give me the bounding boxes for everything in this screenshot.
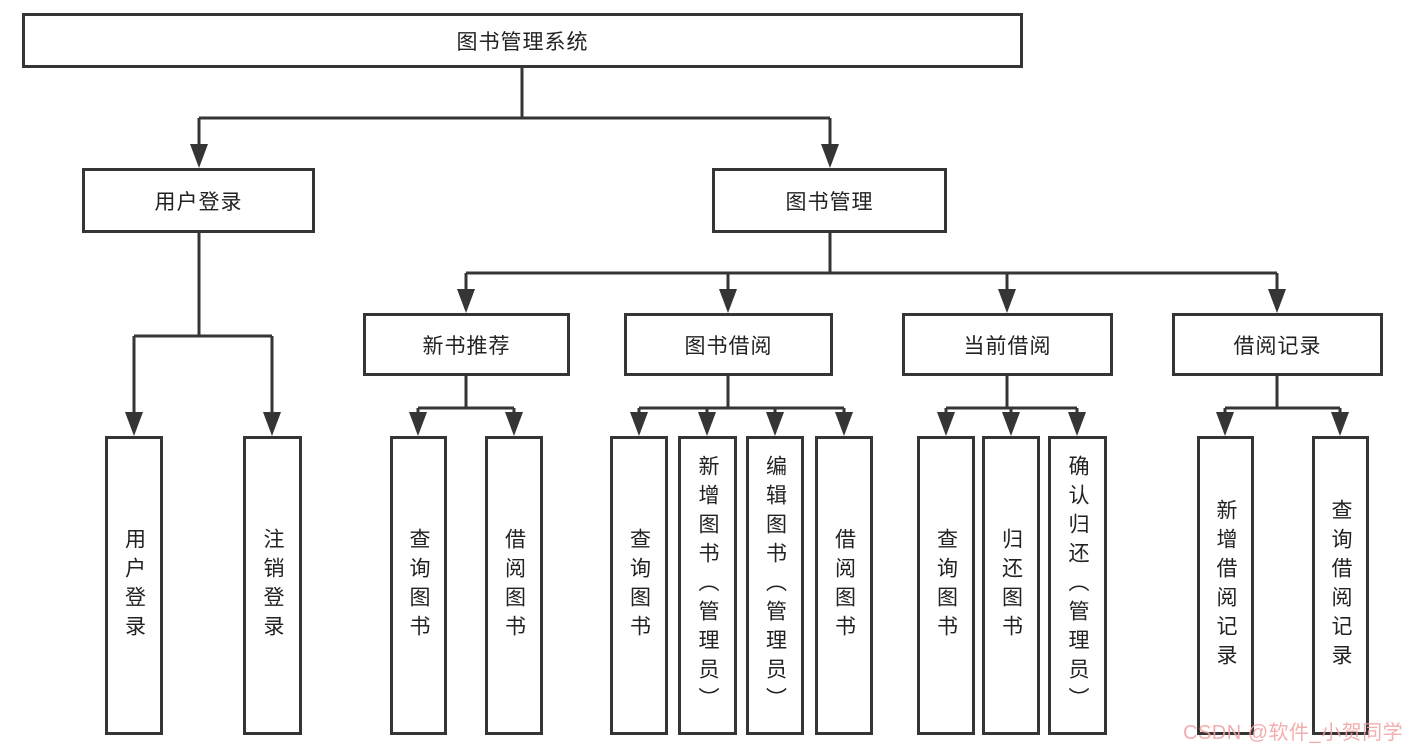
leaf-add-borrow-record-label: 新增借阅记录 xyxy=(1214,498,1237,673)
leaf-return-books-label: 归还图书 xyxy=(999,527,1023,644)
node-book-management-label: 图书管理 xyxy=(785,190,874,214)
leaf-confirm-return-admin: 确认归还（管理员） xyxy=(1048,436,1107,735)
node-borrowing-records: 借阅记录 xyxy=(1172,313,1383,376)
leaf-logout-label: 注销登录 xyxy=(261,527,284,644)
leaf-query-borrow-record: 查询借阅记录 xyxy=(1312,436,1369,735)
leaf-user-login: 用户登录 xyxy=(105,436,163,735)
node-user-login-label: 用户登录 xyxy=(154,190,243,214)
leaf-borrow-books-recommend-label: 借阅图书 xyxy=(502,527,526,644)
node-library-system-label: 图书管理系统 xyxy=(456,30,589,54)
node-new-book-recommend-label: 新书推荐 xyxy=(422,334,511,358)
leaf-edit-books-admin-label: 编辑图书（管理员） xyxy=(763,455,787,716)
leaf-borrow-books-recommend: 借阅图书 xyxy=(485,436,543,735)
node-borrowing-records-label: 借阅记录 xyxy=(1233,334,1322,358)
leaf-query-borrow-record-label: 查询借阅记录 xyxy=(1329,498,1352,673)
leaf-add-borrow-record: 新增借阅记录 xyxy=(1197,436,1254,735)
leaf-edit-books-admin: 编辑图书（管理员） xyxy=(746,436,804,735)
leaf-query-books-recommend-label: 查询图书 xyxy=(407,527,430,644)
leaf-user-login-label: 用户登录 xyxy=(122,527,146,644)
leaf-query-books-borrowing: 查询图书 xyxy=(610,436,668,735)
node-user-login: 用户登录 xyxy=(82,168,315,233)
leaf-logout: 注销登录 xyxy=(243,436,302,735)
leaf-confirm-return-admin-label: 确认归还（管理员） xyxy=(1066,455,1089,716)
leaf-query-books-recommend: 查询图书 xyxy=(390,436,447,735)
leaf-borrow-books: 借阅图书 xyxy=(815,436,873,735)
node-library-system: 图书管理系统 xyxy=(22,13,1023,68)
leaf-query-books-current-label: 查询图书 xyxy=(934,527,958,644)
leaf-return-books: 归还图书 xyxy=(982,436,1040,735)
node-book-management: 图书管理 xyxy=(712,168,947,233)
leaf-add-books-admin-label: 新增图书（管理员） xyxy=(696,455,719,716)
node-current-borrowing-label: 当前借阅 xyxy=(963,334,1052,358)
leaf-query-books-current: 查询图书 xyxy=(917,436,975,735)
leaf-add-books-admin: 新增图书（管理员） xyxy=(678,436,737,735)
node-current-borrowing: 当前借阅 xyxy=(902,313,1113,376)
node-book-borrowing: 图书借阅 xyxy=(624,313,833,376)
node-book-borrowing-label: 图书借阅 xyxy=(684,334,773,358)
leaf-query-books-borrowing-label: 查询图书 xyxy=(627,527,651,644)
node-new-book-recommend: 新书推荐 xyxy=(363,313,570,376)
csdn-watermark: CSDN @软件_小贺同学 xyxy=(1183,722,1404,744)
leaf-borrow-books-label: 借阅图书 xyxy=(832,527,856,644)
